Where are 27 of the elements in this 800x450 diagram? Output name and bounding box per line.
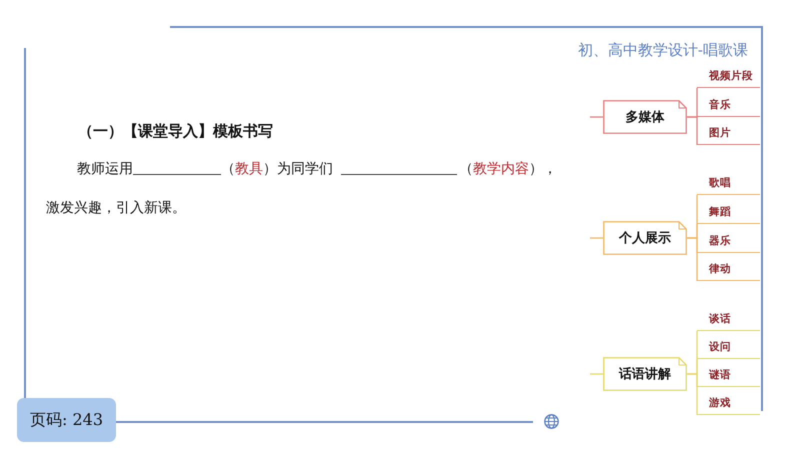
connector-line [687, 116, 698, 145]
subtopic-label: 视频片段 [697, 64, 760, 88]
connector-line [687, 373, 698, 415]
subtopic-label: 谜语 [697, 363, 760, 387]
note-box: 个人展示 [603, 221, 687, 255]
subtopic-label: 歌唱 [697, 171, 760, 195]
note-box: 话语讲解 [603, 357, 687, 391]
connector-line [590, 373, 603, 375]
subtopic-label: 谈话 [697, 307, 760, 331]
section-heading: （一）【课堂导入】模板书写 [78, 122, 273, 141]
connector-line [590, 116, 603, 118]
sentence-text: （教具）为同学们 [221, 160, 333, 178]
subtopic-label: 音乐 [697, 93, 760, 117]
subtopic-label: 游戏 [697, 391, 760, 415]
subtopic-label: 律动 [697, 257, 760, 281]
subtopic-label: 舞蹈 [697, 200, 760, 224]
sentence-text: 教师运用 [77, 160, 133, 178]
sentence-text: 激发兴趣，引入新课。 [46, 199, 186, 217]
sentence-text: （教学内容）， [459, 160, 557, 178]
running-header: 初、高中教学设计-唱歌课 [578, 41, 748, 60]
note-box: 多媒体 [603, 100, 687, 134]
subtopic-label: 器乐 [697, 229, 760, 253]
page-number-tag: 页码: 243 [17, 398, 116, 442]
connector-line [590, 237, 603, 239]
subtopic-label: 图片 [697, 121, 760, 145]
connector-line [687, 237, 698, 281]
subtopic-label: 设问 [697, 335, 760, 359]
